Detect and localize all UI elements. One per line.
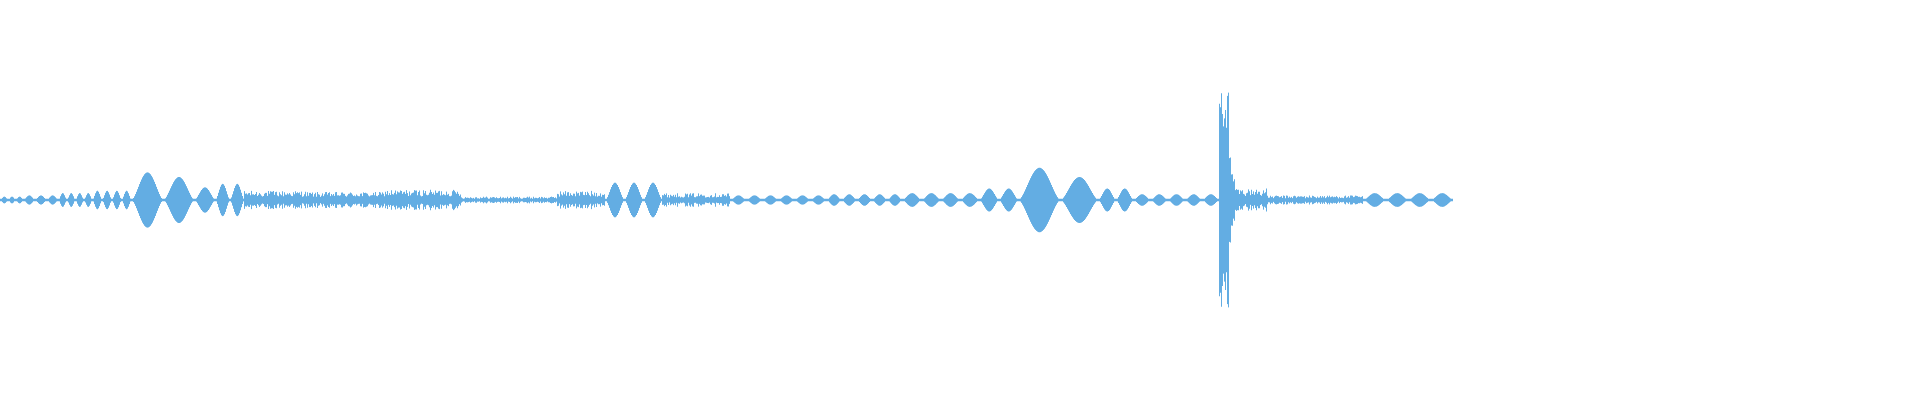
waveform-bars	[0, 92, 1453, 308]
